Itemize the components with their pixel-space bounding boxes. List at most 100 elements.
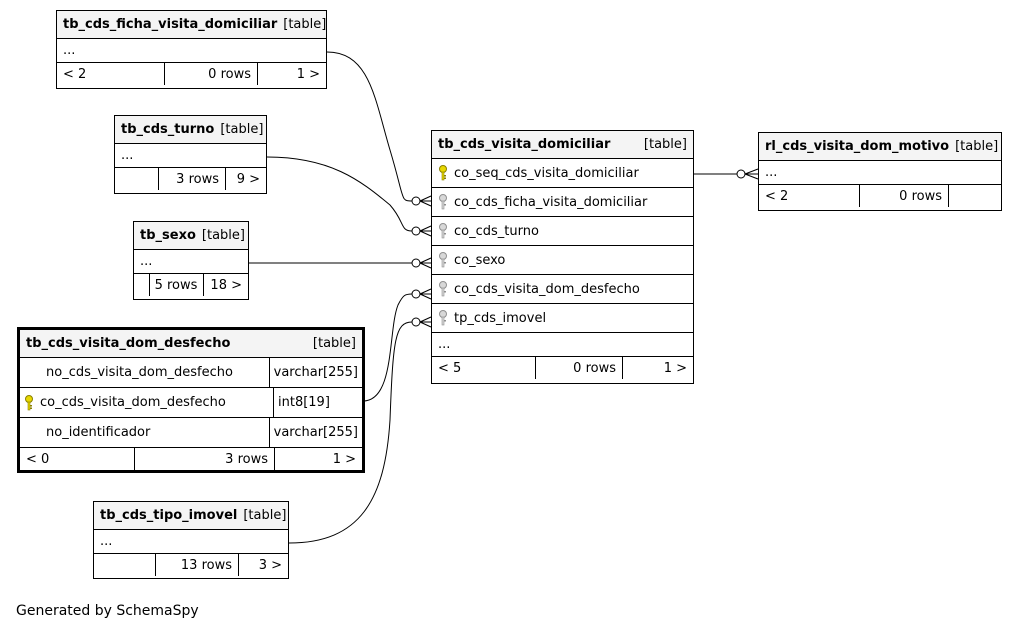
crowfoot-marker [419,288,432,300]
column-row[interactable]: co_cds_visita_dom_desfecho int8[19] [20,388,362,418]
table-visita-dom-desfecho[interactable]: tb_cds_visita_dom_desfecho [table] no_cd… [17,327,365,473]
edge-marker [411,196,421,206]
table-name: tb_cds_visita_dom_desfecho [26,336,231,351]
foreign-key-icon [439,310,447,326]
collapsed-columns: ... [115,144,266,168]
column-row[interactable]: co_cds_ficha_visita_domiciliar [432,188,693,217]
crowfoot-marker [419,316,432,328]
collapsed-columns: ... [759,161,1001,185]
table-header: tb_cds_turno [table] [115,116,266,144]
table-footer: < 5 0 rows 1 > [432,357,693,379]
primary-key-icon [439,165,447,181]
table-name: tb_cds_tipo_imovel [100,508,238,523]
column-row[interactable]: co_sexo [432,246,693,275]
column-name-cell: co_cds_visita_dom_desfecho [20,388,274,417]
table-ficha-visita-domiciliar[interactable]: tb_cds_ficha_visita_domiciliar [table] ..… [56,10,327,89]
column-row[interactable]: no_identificador varchar[255] [20,418,362,448]
collapsed-columns: ... [94,530,288,554]
parent-count [134,274,149,296]
column-row[interactable]: co_seq_cds_visita_domiciliar [432,159,693,188]
table-name: tb_cds_turno [121,122,215,137]
table-visita-dom-motivo[interactable]: rl_cds_visita_dom_motivo [table] ... < 2… [758,132,1002,211]
column-name: co_cds_visita_dom_desfecho [454,281,640,297]
column-row[interactable]: no_cds_visita_dom_desfecho varchar[255] [20,358,362,388]
table-header: tb_cds_visita_domiciliar [table] [432,131,693,159]
edge-marker [411,317,421,327]
child-count[interactable]: 18 > [203,274,248,296]
parent-count [94,554,155,576]
edge-turno-visita [266,156,413,232]
table-name: tb_cds_visita_domiciliar [438,137,611,152]
row-count: 3 rows [158,168,225,190]
table-type: [table] [643,137,687,152]
table-header: tb_cds_tipo_imovel[table] [94,502,288,530]
column-row[interactable]: co_cds_turno [432,217,693,246]
child-count[interactable]: 1 > [274,448,362,470]
column-name: tp_cds_imovel [454,310,547,326]
edge-ficha-visita [326,51,413,202]
collapsed-columns: ... [432,333,693,357]
column-row[interactable]: tp_cds_imovel [432,304,693,333]
table-footer: < 0 3 rows 1 > [20,448,362,470]
foreign-key-icon [439,223,447,239]
row-count: 0 rows [859,185,948,207]
foreign-key-icon [439,252,447,268]
row-count: 0 rows [164,63,257,85]
column-name: no_identificador [20,418,270,447]
collapsed-columns: ... [57,39,326,63]
edge-marker [411,289,421,299]
table-header: tb_cds_visita_dom_desfecho [table] [20,330,362,358]
crowfoot-marker [419,257,432,269]
table-footer: 3 rows 9 > [115,168,266,190]
parent-count[interactable]: < 0 [26,451,50,467]
parent-count[interactable]: < 2 [63,66,87,82]
row-count: 5 rows [149,274,203,296]
table-type: [table] [201,228,245,243]
edge-marker [736,169,746,179]
column-name: co_seq_cds_visita_domiciliar [454,165,639,181]
table-footer: < 2 0 rows [759,185,1001,207]
parent-count[interactable]: < 2 [765,188,789,204]
collapsed-columns: ... [134,250,248,274]
table-footer: 13 rows 3 > [94,554,288,576]
row-count: 13 rows [155,554,238,576]
edge-marker [411,226,421,236]
table-footer: < 2 0 rows 1 > [57,63,326,85]
row-count: 3 rows [134,448,274,470]
table-sexo[interactable]: tb_sexo [table] ... 5 rows 18 > [133,221,249,300]
column-name: co_sexo [454,252,506,268]
child-count[interactable]: 1 > [257,63,326,85]
crowfoot-marker [744,168,759,180]
column-name: no_cds_visita_dom_desfecho [20,358,270,387]
table-name: tb_sexo [140,228,196,243]
child-count [948,185,1001,207]
column-datatype: varchar[255] [273,365,358,380]
table-type: [table] [312,336,356,351]
edge-desfecho-visita [362,293,413,402]
column-row[interactable]: co_cds_visita_dom_desfecho [432,275,693,304]
table-visita-domiciliar[interactable]: tb_cds_visita_domiciliar [table] co_seq_… [431,130,694,384]
table-name: tb_cds_ficha_visita_domiciliar [63,17,278,32]
child-count[interactable]: 3 > [238,554,288,576]
row-count: 0 rows [535,357,622,379]
table-type: [table] [283,17,327,32]
parent-count[interactable]: < 5 [438,360,462,376]
table-tipo-imovel[interactable]: tb_cds_tipo_imovel[table] ... 13 rows 3 … [93,501,289,579]
table-type: [table] [220,122,264,137]
table-header: rl_cds_visita_dom_motivo [table] [759,133,1001,161]
column-name: co_cds_ficha_visita_domiciliar [454,194,648,210]
edge-marker [411,258,421,268]
table-header: tb_cds_ficha_visita_domiciliar [table] [57,11,326,39]
child-count[interactable]: 1 > [622,357,693,379]
child-count[interactable]: 9 > [225,168,266,190]
parent-count [115,168,158,190]
edge-tipo-imovel-visita [288,321,413,544]
column-name: co_cds_turno [454,223,539,239]
foreign-key-icon [439,194,447,210]
column-datatype: varchar[255] [273,425,358,440]
crowfoot-marker [419,195,432,207]
column-name: co_cds_visita_dom_desfecho [40,395,226,410]
table-turno[interactable]: tb_cds_turno [table] ... 3 rows 9 > [114,115,267,194]
generated-by-label: Generated by SchemaSpy [16,603,199,619]
column-datatype: int8[19] [278,395,330,410]
